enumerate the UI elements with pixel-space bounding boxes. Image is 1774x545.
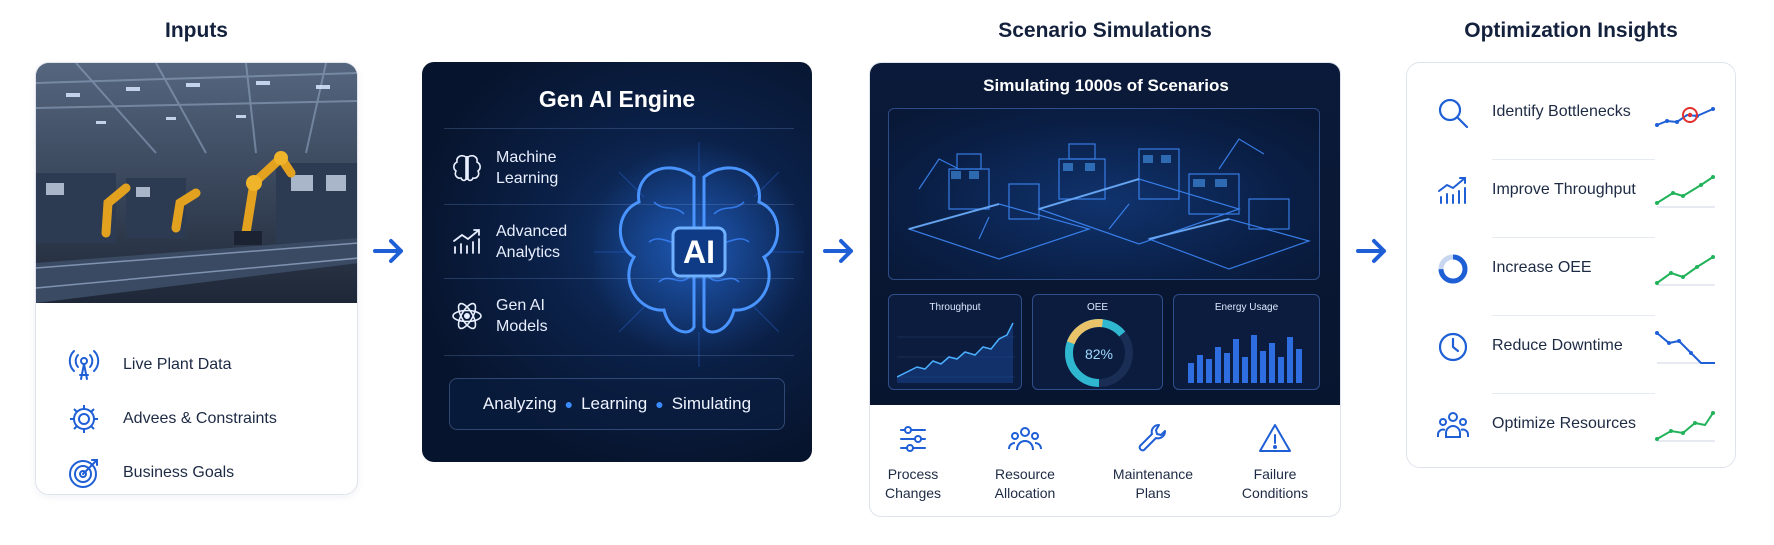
arrow-right-icon xyxy=(372,236,408,266)
trend-down-sparkline xyxy=(1653,327,1717,367)
insight-increase-oee: Increase OEE xyxy=(1435,247,1715,291)
team-icon xyxy=(1007,421,1043,457)
simulation-heading: Simulating 1000s of Scenarios xyxy=(870,76,1341,96)
insight-label: Improve Throughput xyxy=(1492,181,1636,199)
input-item-constraints: Advees & Constraints xyxy=(66,401,277,437)
throughput-title: Throughput xyxy=(889,302,1021,313)
divider xyxy=(444,128,794,129)
engine-status-bar: Analyzing ● Learning ● Simulating xyxy=(449,378,785,430)
people-icon xyxy=(1435,407,1471,443)
engine-title: Gen AI Engine xyxy=(422,86,812,113)
input-label: Business Goals xyxy=(123,464,234,482)
inputs-title: Inputs xyxy=(35,19,358,43)
donut-icon xyxy=(1435,251,1471,287)
input-item-business-goals: Business Goals xyxy=(66,455,234,491)
trend-up-sparkline xyxy=(1653,405,1717,445)
gear-icon xyxy=(66,401,102,437)
engine-item-label: Gen AI Models xyxy=(496,295,596,337)
brain-icon xyxy=(450,151,484,185)
warning-icon xyxy=(1257,421,1293,457)
signal-tower-icon xyxy=(66,347,102,383)
divider xyxy=(444,278,794,279)
factory-floor-image xyxy=(36,63,358,303)
input-label: Advees & Constraints xyxy=(123,410,277,428)
throughput-panel: Throughput xyxy=(888,294,1022,390)
clock-icon xyxy=(1435,329,1471,365)
divider xyxy=(1492,315,1655,316)
magnifier-icon xyxy=(1435,95,1471,131)
analytics-icon xyxy=(450,225,484,259)
simulation-dashboard: Simulating 1000s of Scenarios xyxy=(870,63,1341,405)
ai-badge-text: AI xyxy=(683,234,715,270)
insights-title: Optimization Insights xyxy=(1406,19,1736,43)
oee-gauge: 82% xyxy=(1061,315,1137,387)
energy-usage-panel: Energy Usage xyxy=(1173,294,1320,390)
divider xyxy=(1492,159,1655,160)
divider xyxy=(1492,393,1655,394)
status-simulating: Simulating xyxy=(672,394,751,414)
scenario-label: Process Changes xyxy=(869,465,968,503)
status-learning: Learning xyxy=(581,394,647,414)
engine-item-label: Advanced Analytics xyxy=(496,221,596,263)
divider xyxy=(1492,237,1655,238)
scenario-process-changes: Process Changes xyxy=(869,421,968,503)
bar-growth-icon xyxy=(1435,173,1471,209)
engine-item-advanced-analytics: Advanced Analytics xyxy=(450,221,596,263)
scenario-failure-conditions: Failure Conditions xyxy=(1220,421,1330,503)
arrow-right-icon xyxy=(822,236,858,266)
divider xyxy=(444,355,794,356)
status-analyzing: Analyzing xyxy=(483,394,557,414)
sliders-icon xyxy=(895,421,931,457)
trend-up-sparkline xyxy=(1653,249,1717,289)
optimization-insights-card: Identify Bottlenecks Improve Throughput … xyxy=(1406,62,1736,468)
status-separator: ● xyxy=(655,396,663,412)
brain-graphic: AI xyxy=(594,132,804,372)
insight-reduce-downtime: Reduce Downtime xyxy=(1435,325,1715,369)
factory-3d-render xyxy=(888,108,1320,280)
target-icon xyxy=(66,455,102,491)
insight-label: Increase OEE xyxy=(1492,259,1592,277)
oee-title: OEE xyxy=(1033,302,1162,313)
status-separator: ● xyxy=(565,396,573,412)
engine-item-label: Machine Learning xyxy=(496,147,596,189)
oee-value: 82% xyxy=(1085,346,1113,362)
arrow-right-icon xyxy=(1355,236,1391,266)
input-item-live-plant-data: Live Plant Data xyxy=(66,347,232,383)
insight-identify-bottlenecks: Identify Bottlenecks xyxy=(1435,91,1715,135)
scenario-simulations-card: Simulating 1000s of Scenarios xyxy=(869,62,1341,517)
input-label: Live Plant Data xyxy=(123,356,232,374)
throughput-line-chart xyxy=(897,317,1015,385)
scenario-label: Failure Conditions xyxy=(1220,465,1330,503)
gen-ai-engine-card: Gen AI Engine AI xyxy=(422,62,812,462)
atom-icon xyxy=(450,299,484,333)
insight-label: Optimize Resources xyxy=(1492,415,1636,433)
energy-title: Energy Usage xyxy=(1174,302,1319,313)
insight-label: Reduce Downtime xyxy=(1492,337,1623,355)
scenario-resource-allocation: Resource Allocation xyxy=(970,421,1080,503)
simulations-title: Scenario Simulations xyxy=(869,19,1341,43)
insight-label: Identify Bottlenecks xyxy=(1492,103,1631,121)
engine-item-gen-ai-models: Gen AI Models xyxy=(450,295,596,337)
insight-optimize-resources: Optimize Resources xyxy=(1435,403,1715,447)
wrench-icon xyxy=(1135,421,1171,457)
engine-item-machine-learning: Machine Learning xyxy=(450,147,596,189)
inputs-card: Live Plant Data Advees & Constraints Bus… xyxy=(35,62,358,495)
energy-bar-chart xyxy=(1184,317,1312,385)
oee-panel: OEE 82% xyxy=(1032,294,1163,390)
scenario-label: Maintenance Plans xyxy=(1098,465,1208,503)
trend-up-sparkline xyxy=(1653,171,1717,211)
insight-improve-throughput: Improve Throughput xyxy=(1435,169,1715,213)
scenario-maintenance-plans: Maintenance Plans xyxy=(1098,421,1208,503)
bottleneck-sparkline xyxy=(1653,93,1717,133)
scenario-label: Resource Allocation xyxy=(970,465,1080,503)
divider xyxy=(444,204,794,205)
